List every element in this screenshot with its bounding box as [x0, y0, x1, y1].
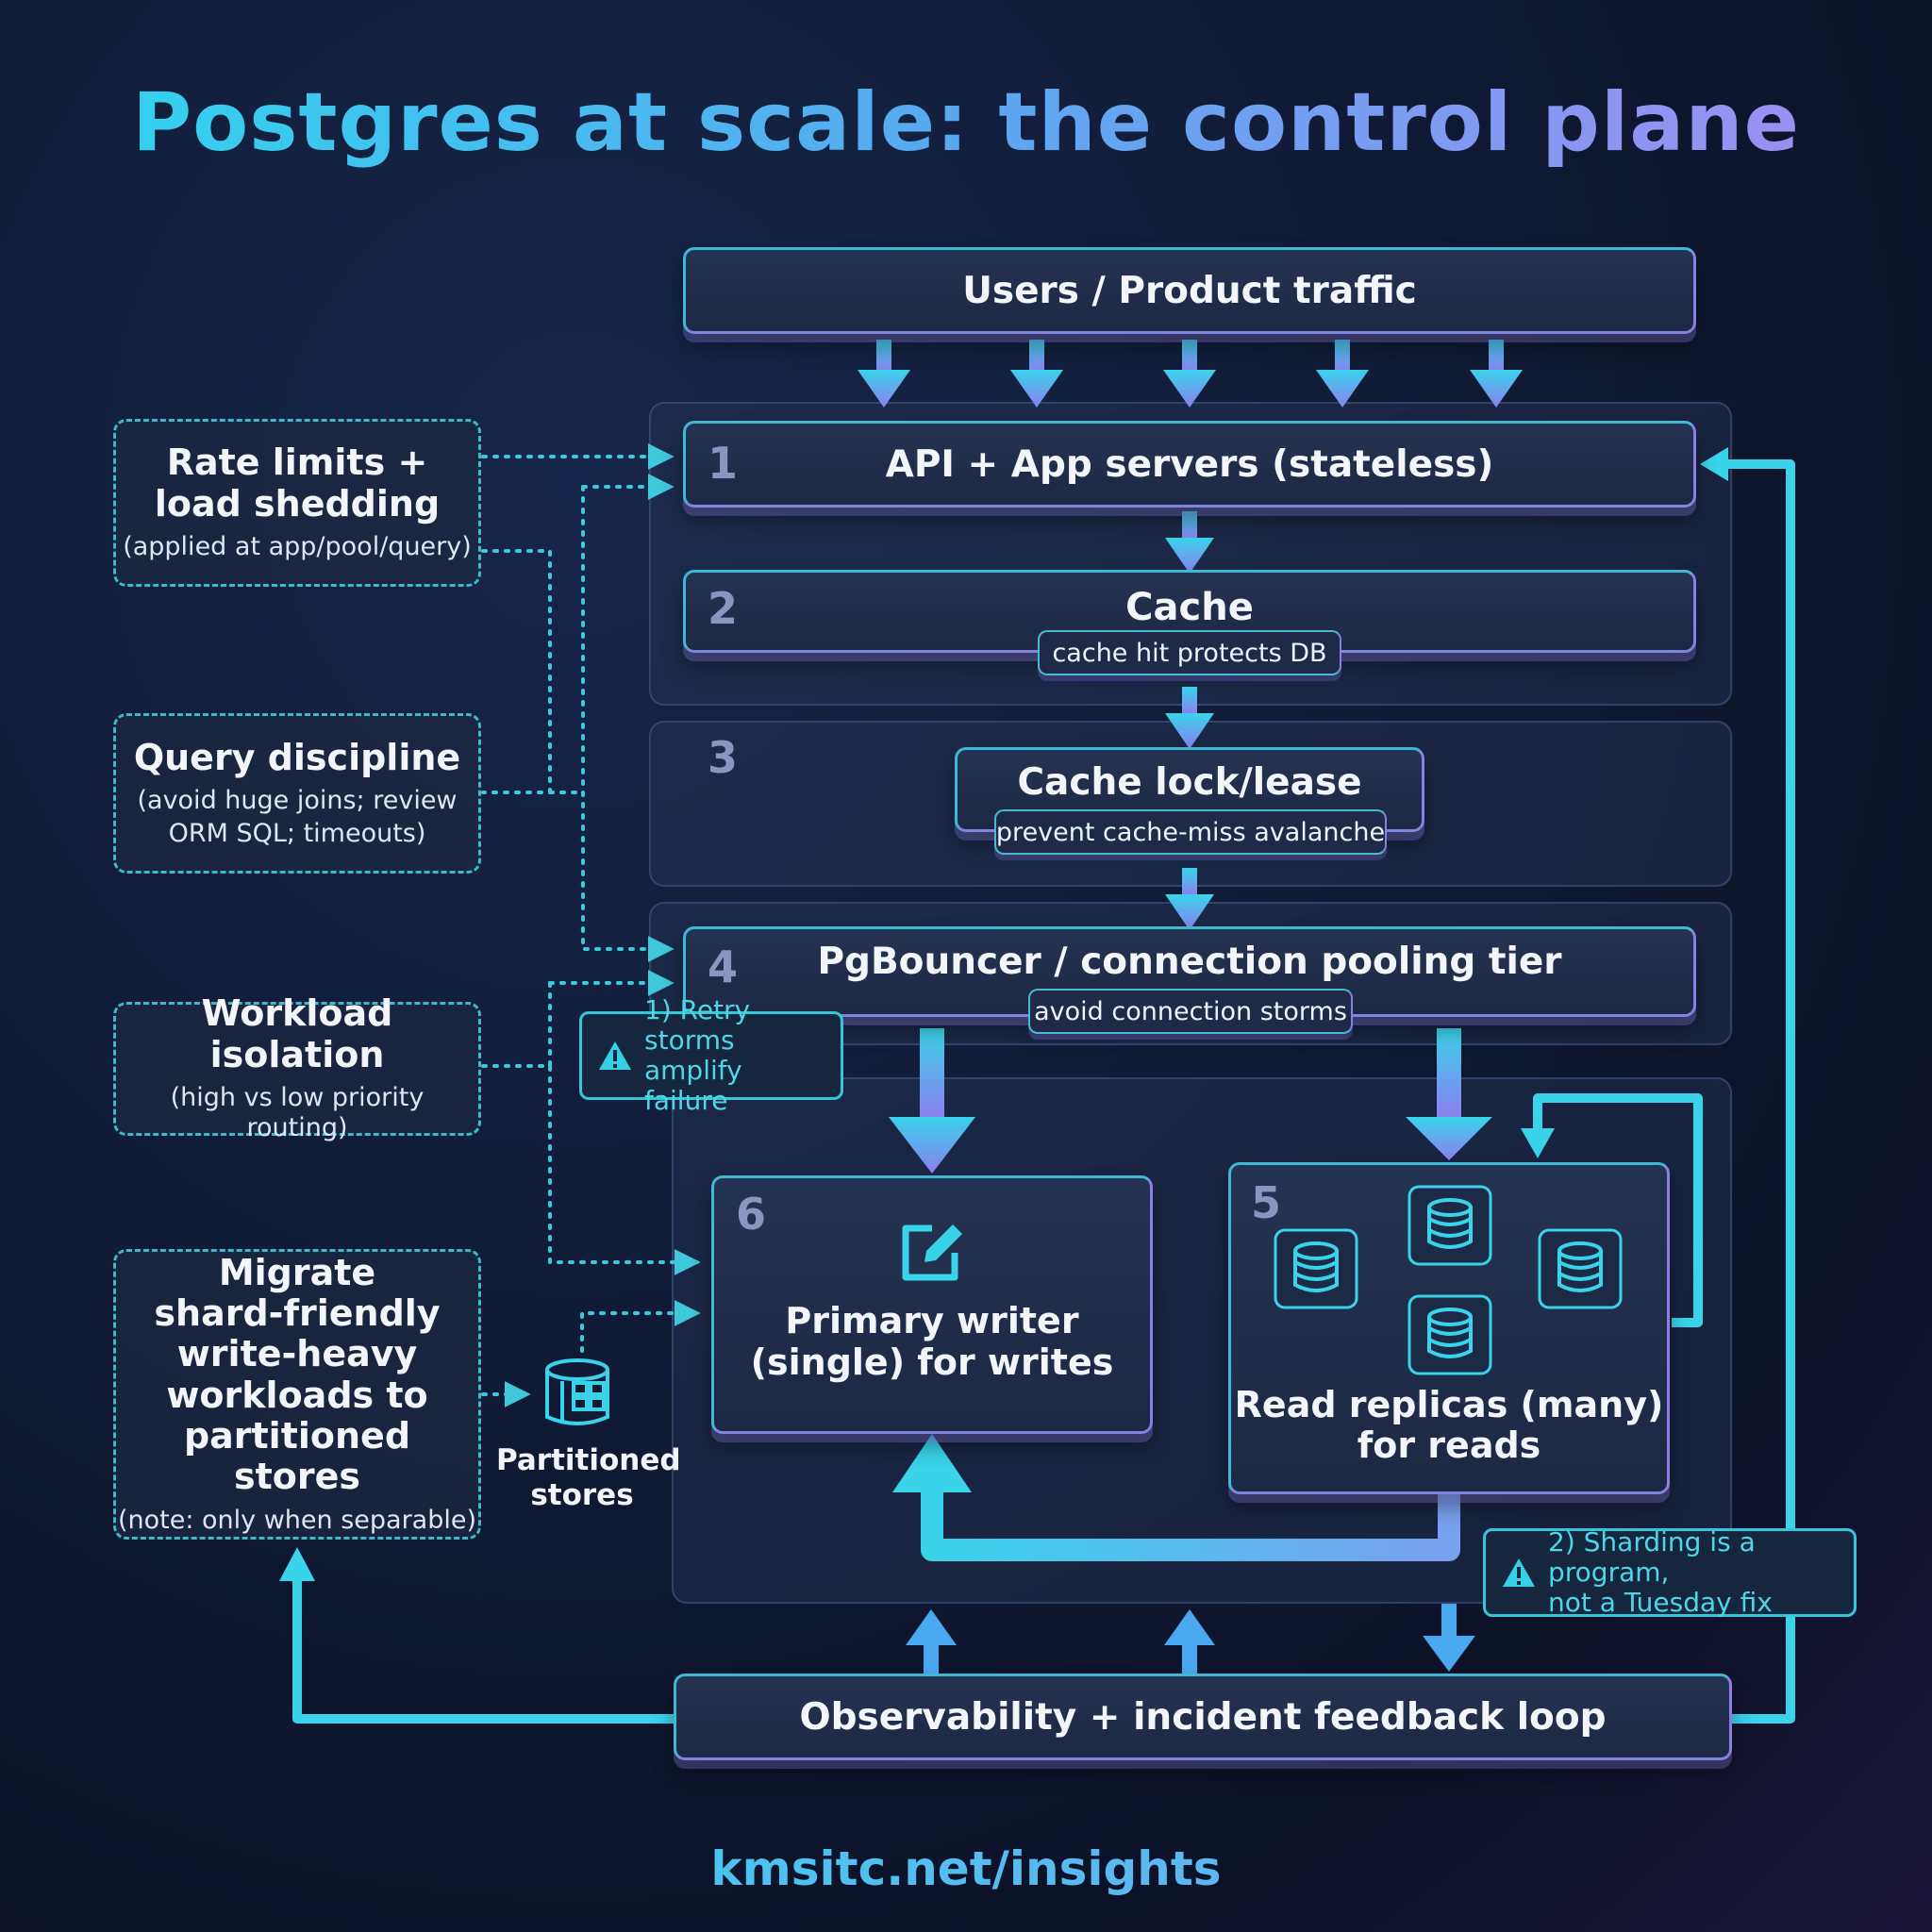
replica-node-right: [1538, 1228, 1623, 1309]
rate-title-line2: load shedding: [154, 482, 441, 525]
workload-title: Workload isolation: [201, 992, 393, 1075]
cache-note-pill: cache hit protects DB: [1038, 630, 1341, 675]
migrate-subtitle: (note: only when separable): [117, 1505, 477, 1535]
migrate-box: Migrate shard-friendly write-heavy workl…: [113, 1249, 481, 1540]
layer-arrows: [1165, 511, 1214, 930]
layer-number-1: 1: [708, 438, 739, 489]
primary-label-line2: (single) for writes: [750, 1341, 1114, 1383]
migrate-title-line5: partitioned stores: [183, 1415, 411, 1498]
replicas-label-line2: for reads: [1357, 1424, 1541, 1467]
query-subtitle-line2: ORM SQL; timeouts): [168, 818, 426, 848]
layer-number-5: 5: [1251, 1177, 1282, 1228]
migrate-title-line4: workloads to: [166, 1374, 428, 1416]
footer-link[interactable]: kmsitc.net/insights: [0, 1841, 1932, 1896]
replica-node-top: [1407, 1185, 1492, 1266]
replica-node-left: [1274, 1228, 1358, 1309]
migrate-title-line1: Migrate: [218, 1251, 376, 1293]
users-traffic-box: Users / Product traffic: [683, 247, 1696, 334]
partitioned-stores-line1: Partitioned: [496, 1443, 681, 1477]
query-subtitle-line1: (avoid huge joins; review: [137, 786, 458, 816]
migrate-title-line3: write-heavy: [176, 1333, 418, 1375]
warning-retry-line1: 1) Retry storms: [644, 993, 751, 1056]
replica-node-bottom: [1407, 1294, 1492, 1375]
replicas-label-line1: Read replicas (many): [1234, 1383, 1664, 1425]
primary-writer-box: Primary writer (single) for writes: [711, 1175, 1153, 1434]
query-title: Query discipline: [133, 736, 461, 778]
layer-number-4: 4: [708, 941, 739, 992]
pool-note-pill: avoid connection storms: [1028, 989, 1353, 1034]
partitioned-store-icon: [545, 1358, 609, 1425]
partitioned-stores-line2: stores: [530, 1478, 634, 1513]
api-app-servers-box: API + App servers (stateless): [683, 421, 1696, 508]
edit-icon: [902, 1224, 962, 1281]
warning-icon: [599, 1041, 631, 1070]
diagram-title: Postgres at scale: the control plane: [0, 75, 1932, 170]
partitioned-stores-label: Partitioned stores: [496, 1443, 681, 1513]
rate-title-line1: Rate limits +: [166, 441, 428, 484]
observability-arrows: [906, 1604, 1475, 1674]
warning-icon: [1503, 1558, 1535, 1587]
workload-subtitle: (high vs low priority routing): [170, 1082, 425, 1143]
rate-limits-box: Rate limits + load shedding (applied at …: [113, 419, 481, 587]
warning-sharding-line2: not a Tuesday fix: [1548, 1587, 1773, 1619]
layer-number-3: 3: [708, 732, 739, 783]
warning-sharding: 2) Sharding is a program,not a Tuesday f…: [1483, 1525, 1857, 1619]
query-discipline-box: Query discipline (avoid huge joins; revi…: [113, 713, 481, 874]
traffic-arrows: [858, 340, 1523, 408]
workload-isolation-box: Workload isolation (high vs low priority…: [113, 993, 481, 1142]
pool-to-db-arrows: [889, 1028, 1492, 1174]
warning-retry-line2: amplify failure: [644, 1055, 742, 1117]
warning-sharding-line1: 2) Sharding is a program,: [1548, 1525, 1756, 1588]
layer-number-6: 6: [736, 1189, 767, 1240]
cache-lock-note-pill: prevent cache-miss avalanche: [994, 809, 1387, 855]
primary-label-line1: Primary writer: [785, 1300, 1079, 1342]
migrate-title-line2: shard-friendly: [154, 1292, 441, 1335]
layer-number-2: 2: [708, 583, 739, 634]
observability-box: Observability + incident feedback loop: [674, 1674, 1732, 1760]
rate-subtitle: (applied at app/pool/query): [123, 532, 472, 562]
